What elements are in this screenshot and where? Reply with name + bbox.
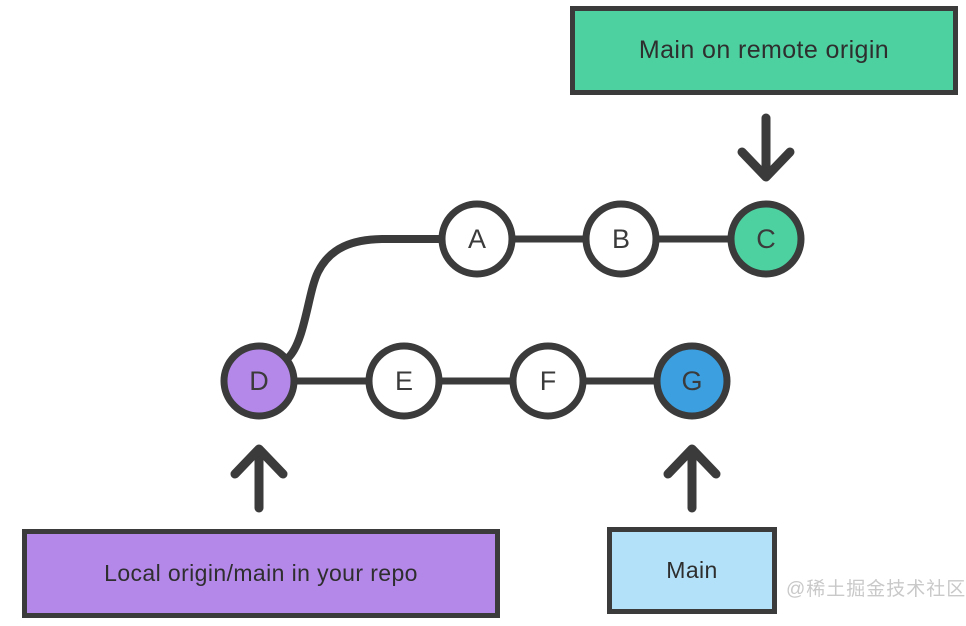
- commit-node-a[interactable]: [438, 200, 516, 278]
- commit-node-g[interactable]: [653, 342, 731, 420]
- edge-d-to-a: [284, 235, 446, 362]
- arrow-up-main-to-g: [663, 444, 721, 513]
- commit-node-e[interactable]: [365, 342, 443, 420]
- commit-node-b[interactable]: [582, 200, 660, 278]
- arrow-group: [230, 113, 795, 513]
- local-main-box[interactable]: Local origin/main in your repo: [22, 529, 500, 618]
- arrow-up-local-to-d: [230, 444, 288, 513]
- node-group: [220, 200, 805, 420]
- commit-node-d[interactable]: [220, 342, 298, 420]
- main-branch-box[interactable]: Main: [607, 527, 777, 614]
- watermark: @稀土掘金技术社区: [786, 579, 966, 600]
- arrow-down-remote-to-c: [737, 113, 795, 182]
- edge-group: [284, 235, 734, 385]
- remote-main-box[interactable]: Main on remote origin: [570, 6, 958, 95]
- commit-node-f[interactable]: [509, 342, 587, 420]
- commit-node-c[interactable]: [727, 200, 805, 278]
